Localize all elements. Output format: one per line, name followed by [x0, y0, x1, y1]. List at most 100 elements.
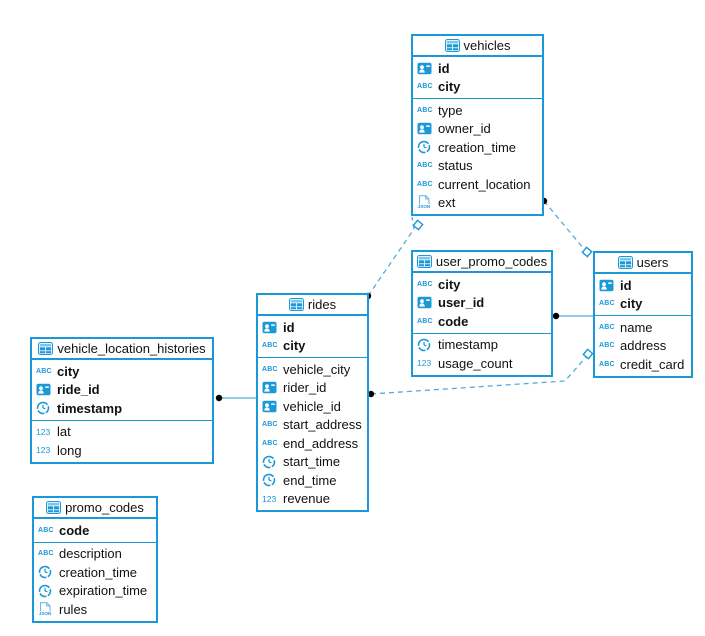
column-row-creation_time[interactable]: creation_time [34, 563, 156, 582]
column-name: start_time [283, 454, 341, 470]
column-row-start_time[interactable]: start_time [258, 453, 367, 472]
column-row-end_time[interactable]: end_time [258, 471, 367, 490]
column-name: city [57, 363, 80, 379]
column-row-vehicle_city[interactable]: ABC vehicle_city [258, 360, 367, 379]
clock-icon [417, 140, 435, 154]
column-name: timestamp [57, 400, 123, 416]
column-row-ride_id[interactable]: ride_id [32, 381, 212, 400]
table-icon [46, 501, 62, 514]
column-row-timestamp[interactable]: timestamp [413, 336, 551, 355]
abc-icon: ABC [599, 300, 615, 308]
table-header[interactable]: vehicles [413, 36, 542, 57]
abc-icon: ABC [38, 526, 54, 534]
column-name: ride_id [57, 382, 100, 398]
column-name: timestamp [438, 337, 498, 353]
id-icon [262, 321, 280, 334]
column-name: lat [57, 424, 71, 440]
column-row-id[interactable]: id [595, 276, 691, 295]
relation-line-vehicles-users[interactable] [543, 200, 593, 251]
column-name: expiration_time [59, 583, 148, 599]
number-icon: 123 [262, 493, 277, 504]
id-icon [417, 296, 435, 309]
column-name: usage_count [438, 355, 513, 371]
number-icon: 123 [36, 445, 51, 455]
relation-line-rides-vehicles[interactable] [367, 216, 415, 297]
clock-icon [38, 565, 56, 579]
clock-icon [417, 338, 435, 352]
column-row-timestamp[interactable]: timestamp [32, 399, 212, 418]
column-name: city [620, 296, 643, 312]
id-icon [262, 381, 280, 394]
relation-endpoint-diamond [412, 219, 424, 231]
id-icon [36, 383, 54, 396]
column-name: city [438, 276, 461, 292]
abc-icon: ABC [417, 180, 433, 188]
column-name: status [438, 158, 473, 174]
column-row-id[interactable]: id [258, 318, 367, 337]
abc-icon: ABC [262, 365, 278, 373]
abc-icon: ABC [417, 280, 433, 288]
column-name: id [620, 277, 632, 293]
column-row-creation_time[interactable]: creation_time [413, 138, 542, 157]
column-row-rider_id[interactable]: rider_id [258, 379, 367, 398]
svg-text:JSON: JSON [418, 204, 431, 209]
column-name: creation_time [59, 564, 138, 580]
column-row-vehicle_id[interactable]: vehicle_id [258, 397, 367, 416]
column-row-id[interactable]: id [413, 59, 542, 78]
column-row-city[interactable]: ABC city [413, 275, 551, 294]
table-header[interactable]: promo_codes [34, 498, 156, 519]
table-header[interactable]: user_promo_codes [413, 252, 551, 273]
abc-icon: ABC [417, 317, 433, 325]
column-row-user_id[interactable]: user_id [413, 294, 551, 313]
column-name: vehicle_id [283, 398, 341, 414]
table-header[interactable]: rides [258, 295, 367, 316]
table-title: vehicles [463, 38, 511, 53]
column-row-lat[interactable]: 123 lat [32, 423, 212, 442]
id-icon [262, 400, 280, 413]
column-row-owner_id[interactable]: owner_id [413, 120, 542, 139]
table-header[interactable]: vehicle_location_histories [32, 339, 212, 360]
clock-icon [262, 455, 280, 469]
column-row-city[interactable]: ABC city [595, 295, 691, 314]
column-name: owner_id [438, 121, 491, 137]
column-name: vehicle_city [283, 361, 351, 377]
column-name: end_address [283, 435, 359, 451]
column-row-expiration_time[interactable]: expiration_time [34, 582, 156, 601]
clock-icon [36, 401, 54, 415]
column-name: city [438, 79, 461, 95]
abc-icon: ABC [599, 360, 615, 368]
table-header[interactable]: users [595, 253, 691, 274]
number-icon: 123 [36, 426, 51, 437]
